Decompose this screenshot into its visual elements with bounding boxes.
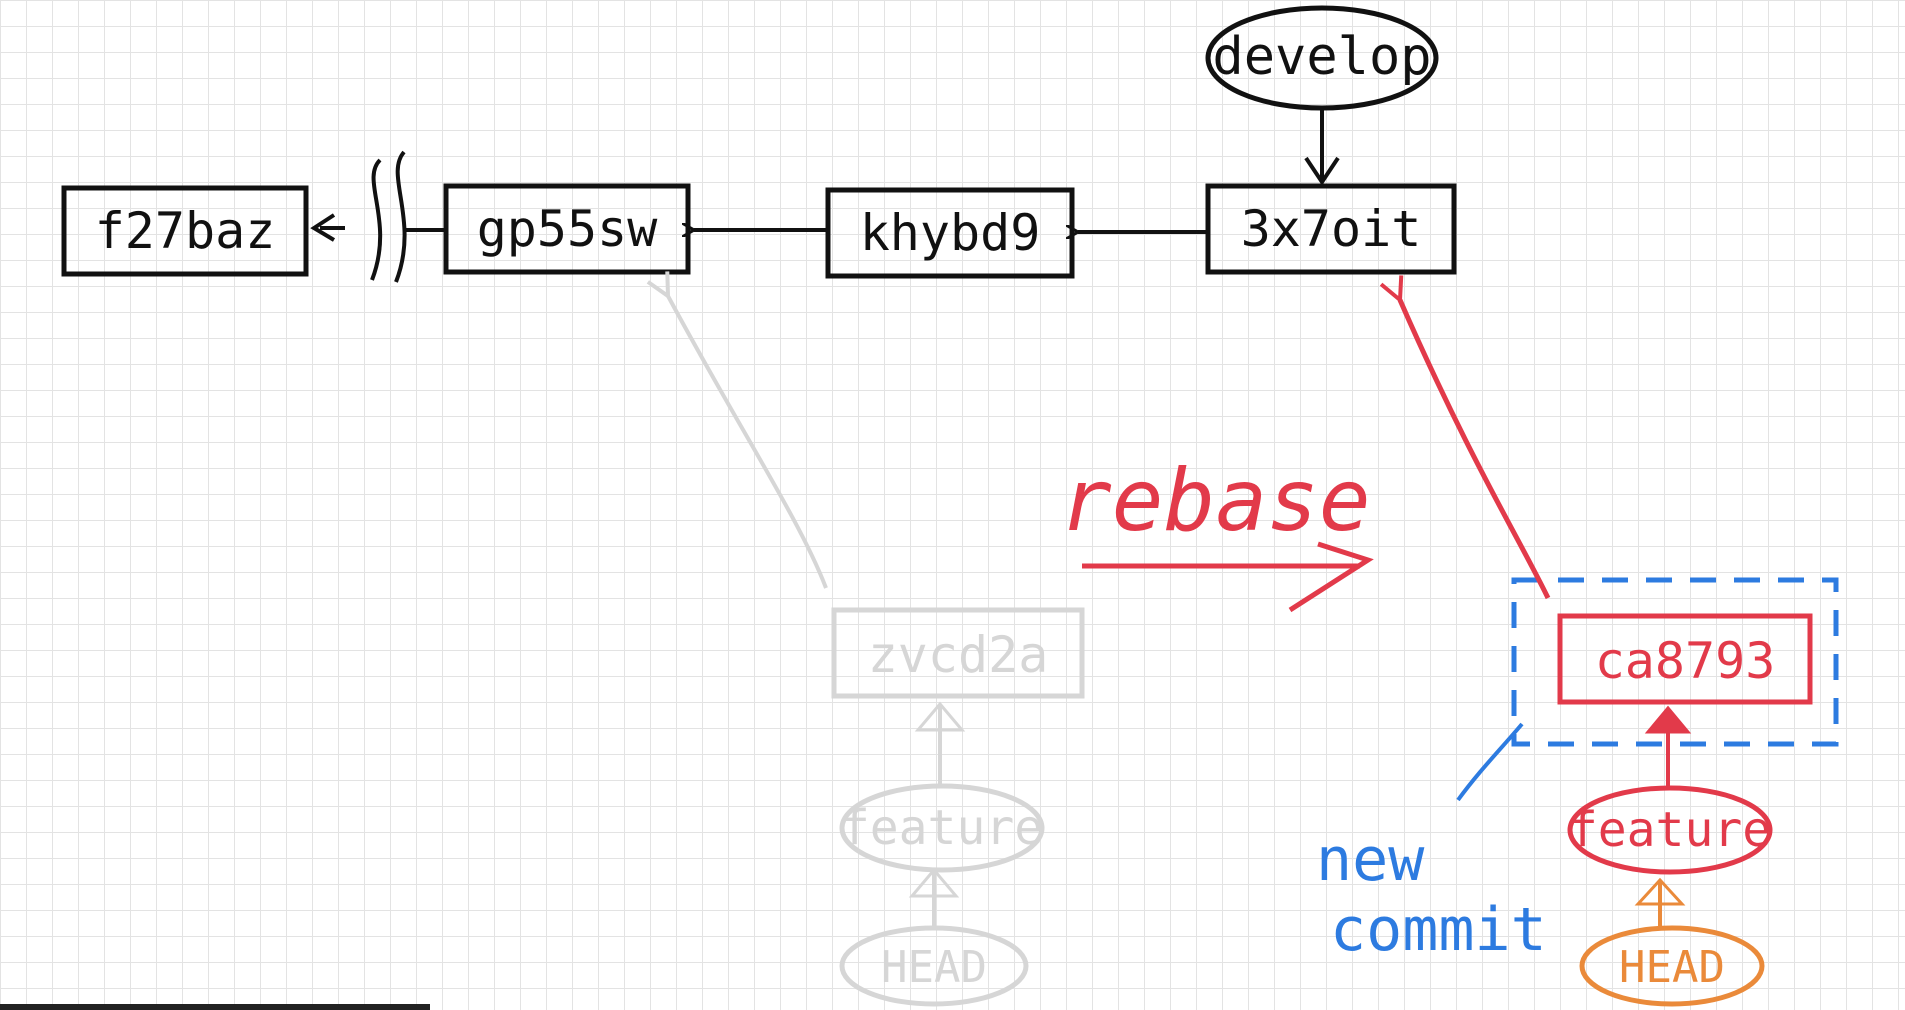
new-commit-note-line1: new xyxy=(1316,825,1425,895)
elided-history-arrow xyxy=(310,150,446,283)
new-parent-arrow xyxy=(1400,300,1551,600)
new-commit-note-line2: commit xyxy=(1330,895,1547,965)
old-feature-pointer-arrow xyxy=(914,701,966,786)
commit-node-3x7oit: 3x7oit xyxy=(1205,183,1457,275)
commit-label-f27baz: f27baz xyxy=(95,202,276,260)
rebase-annotation: rebase xyxy=(1060,451,1374,613)
commit-node-f27baz: f27baz xyxy=(61,185,309,277)
old-commit-label-zvcd2a: zvcd2a xyxy=(868,626,1049,684)
new-feature-branch-ref: feature xyxy=(1567,785,1773,875)
old-head-label: HEAD xyxy=(881,942,987,993)
old-head-pointer-arrow xyxy=(908,867,960,928)
old-commit-node-zvcd2a: zvcd2a xyxy=(831,607,1085,699)
commit-node-gp55sw: gp55sw xyxy=(443,183,691,275)
new-commit-note-pointer xyxy=(1456,722,1524,802)
commit-label-3x7oit: 3x7oit xyxy=(1241,200,1422,258)
rebase-label: rebase xyxy=(1060,451,1371,551)
develop-pointer-arrow xyxy=(1304,108,1340,186)
develop-label: develop xyxy=(1212,27,1431,87)
commit-label-khybd9: khybd9 xyxy=(860,204,1041,262)
new-head-ref: HEAD xyxy=(1579,925,1765,1007)
old-feature-label: feature xyxy=(841,800,1043,856)
commit-label-gp55sw: gp55sw xyxy=(477,200,659,258)
new-commit-label-ca8793: ca8793 xyxy=(1595,632,1776,690)
old-parent-arrow xyxy=(668,296,828,589)
new-commit-note: new commit xyxy=(1316,722,1547,965)
history-break-squiggle xyxy=(370,158,383,281)
new-feature-pointer-arrow xyxy=(1644,705,1692,788)
new-commit-node-ca8793: ca8793 xyxy=(1557,613,1813,705)
new-head-label: HEAD xyxy=(1619,942,1725,993)
new-commit-highlight xyxy=(1511,577,1839,747)
old-head-ref: HEAD xyxy=(839,925,1029,1007)
develop-branch-ref: develop xyxy=(1205,5,1439,111)
commit-node-khybd9: khybd9 xyxy=(825,187,1075,279)
bottom-edge-bar xyxy=(0,1004,430,1010)
new-feature-label: feature xyxy=(1569,802,1771,858)
old-feature-branch-ref: feature xyxy=(839,783,1045,873)
new-head-pointer-arrow xyxy=(1634,877,1686,928)
